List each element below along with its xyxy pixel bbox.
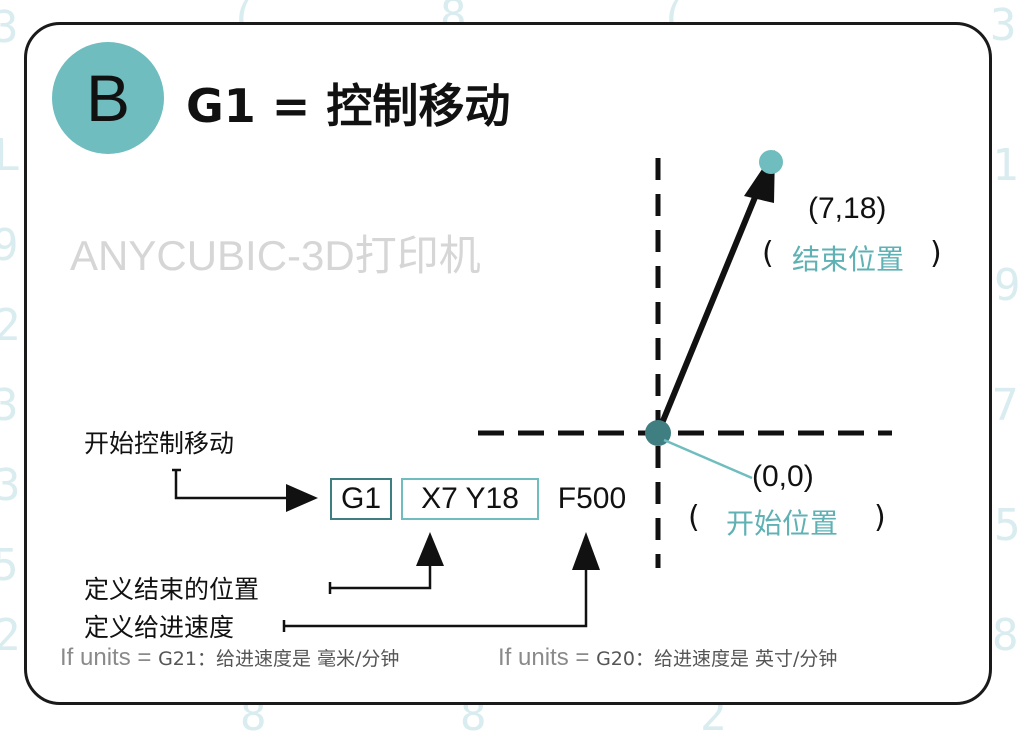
code-g1-box: G1 (330, 478, 392, 520)
badge-letter: B (85, 61, 131, 135)
units-inch-prefix: If units = (498, 644, 597, 671)
start-move-arrow-path (174, 470, 290, 500)
units-inch-line: If units = G20：给进速度是 英寸/分钟 (498, 644, 837, 672)
start-point-coord: (0,0) (752, 460, 814, 493)
end-point-bracket-open: ( (762, 236, 774, 271)
page-title: G1 = 控制移动 (186, 79, 511, 133)
diagram-card (24, 22, 992, 705)
start-point-leader (663, 438, 753, 480)
end-point-dot (759, 150, 783, 174)
start-point-bracket-close: ) (874, 500, 886, 535)
code-xy-box: X7 Y18 (401, 478, 539, 520)
start-point-label: 开始位置 (726, 507, 839, 540)
define-end-arrowhead (416, 532, 444, 566)
end-point-label: 结束位置 (792, 243, 905, 276)
note-define-end: 定义结束的位置 (84, 575, 260, 604)
units-mm-line: If units = G21：给进速度是 毫米/分钟 (60, 644, 399, 672)
define-end-arrow-path (330, 560, 432, 590)
start-move-arrowhead (286, 484, 318, 512)
units-mm-text: G21：给进速度是 毫米/分钟 (158, 648, 400, 670)
code-g1: G1 (340, 482, 382, 515)
end-point-bracket-close: ) (930, 236, 942, 271)
section-badge: B (52, 42, 164, 154)
note-start-move: 开始控制移动 (84, 429, 235, 458)
motion-vector-line (655, 188, 761, 435)
define-feed-arrowhead (572, 532, 600, 570)
diagram-graphics (172, 150, 892, 632)
start-point-bracket-open: ( (688, 500, 700, 535)
define-feed-arrow-path (284, 568, 588, 628)
note-define-feed: 定义给进速度 (84, 613, 235, 642)
end-point-coord: (7,18) (808, 192, 887, 225)
code-f: F500 (557, 482, 627, 515)
code-f-box: F500 (550, 478, 634, 520)
code-xy: X7 Y18 (421, 482, 519, 515)
units-mm-prefix: If units = (60, 644, 159, 671)
watermark-text: ANYCUBIC-3D打印机 (70, 232, 481, 279)
units-inch-text: G20：给进速度是 英寸/分钟 (596, 648, 838, 670)
